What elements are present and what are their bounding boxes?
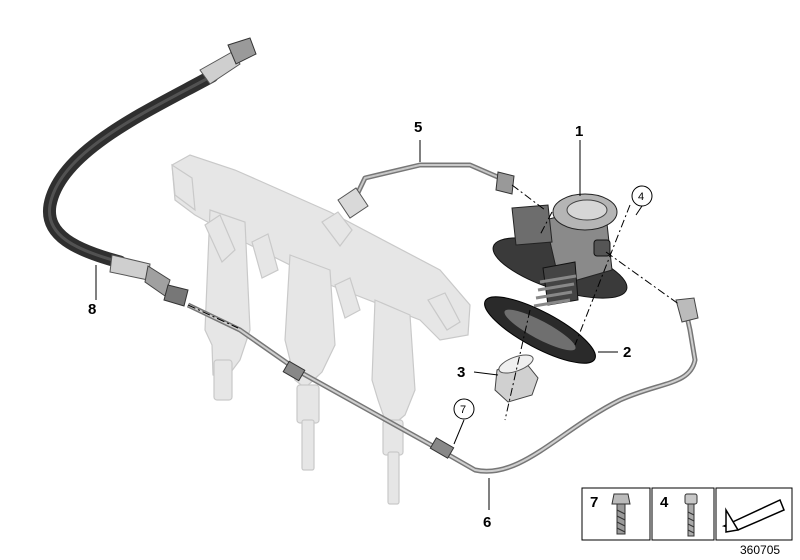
high-pressure-pump bbox=[492, 193, 628, 308]
callout-7-circle bbox=[453, 398, 475, 420]
callout-3: 3 bbox=[457, 364, 465, 381]
parts-legend: 7 4 bbox=[581, 487, 793, 541]
callout-1: 1 bbox=[575, 123, 583, 140]
legend-label-7: 7 bbox=[590, 494, 598, 511]
legend-box-4 bbox=[651, 487, 715, 541]
fuel-return-pipe bbox=[186, 297, 699, 474]
fuel-hose bbox=[43, 37, 257, 307]
callout-5: 5 bbox=[414, 119, 422, 136]
callout-2: 2 bbox=[623, 344, 631, 361]
document-number: 360705 bbox=[740, 543, 780, 557]
callout-8: 8 bbox=[88, 301, 96, 318]
callout-6: 6 bbox=[483, 514, 491, 531]
callouts: 1 2 3 4 5 6 7 8 bbox=[88, 119, 653, 531]
pump-gasket bbox=[484, 296, 596, 364]
fuel-feed-pipe bbox=[337, 162, 515, 219]
bolt-icon bbox=[684, 493, 698, 537]
screw-icon bbox=[611, 493, 631, 535]
callout-7: 7 bbox=[460, 404, 466, 416]
callout-4-circle bbox=[631, 185, 653, 207]
leader-lines bbox=[95, 140, 643, 510]
callout-4: 4 bbox=[638, 191, 644, 203]
assembly-lines bbox=[187, 184, 681, 421]
direction-arrow-icon bbox=[721, 498, 785, 533]
legend-label-4: 4 bbox=[660, 494, 669, 511]
roller-tappet bbox=[494, 354, 539, 403]
fuel-rail-ghost bbox=[171, 154, 471, 505]
